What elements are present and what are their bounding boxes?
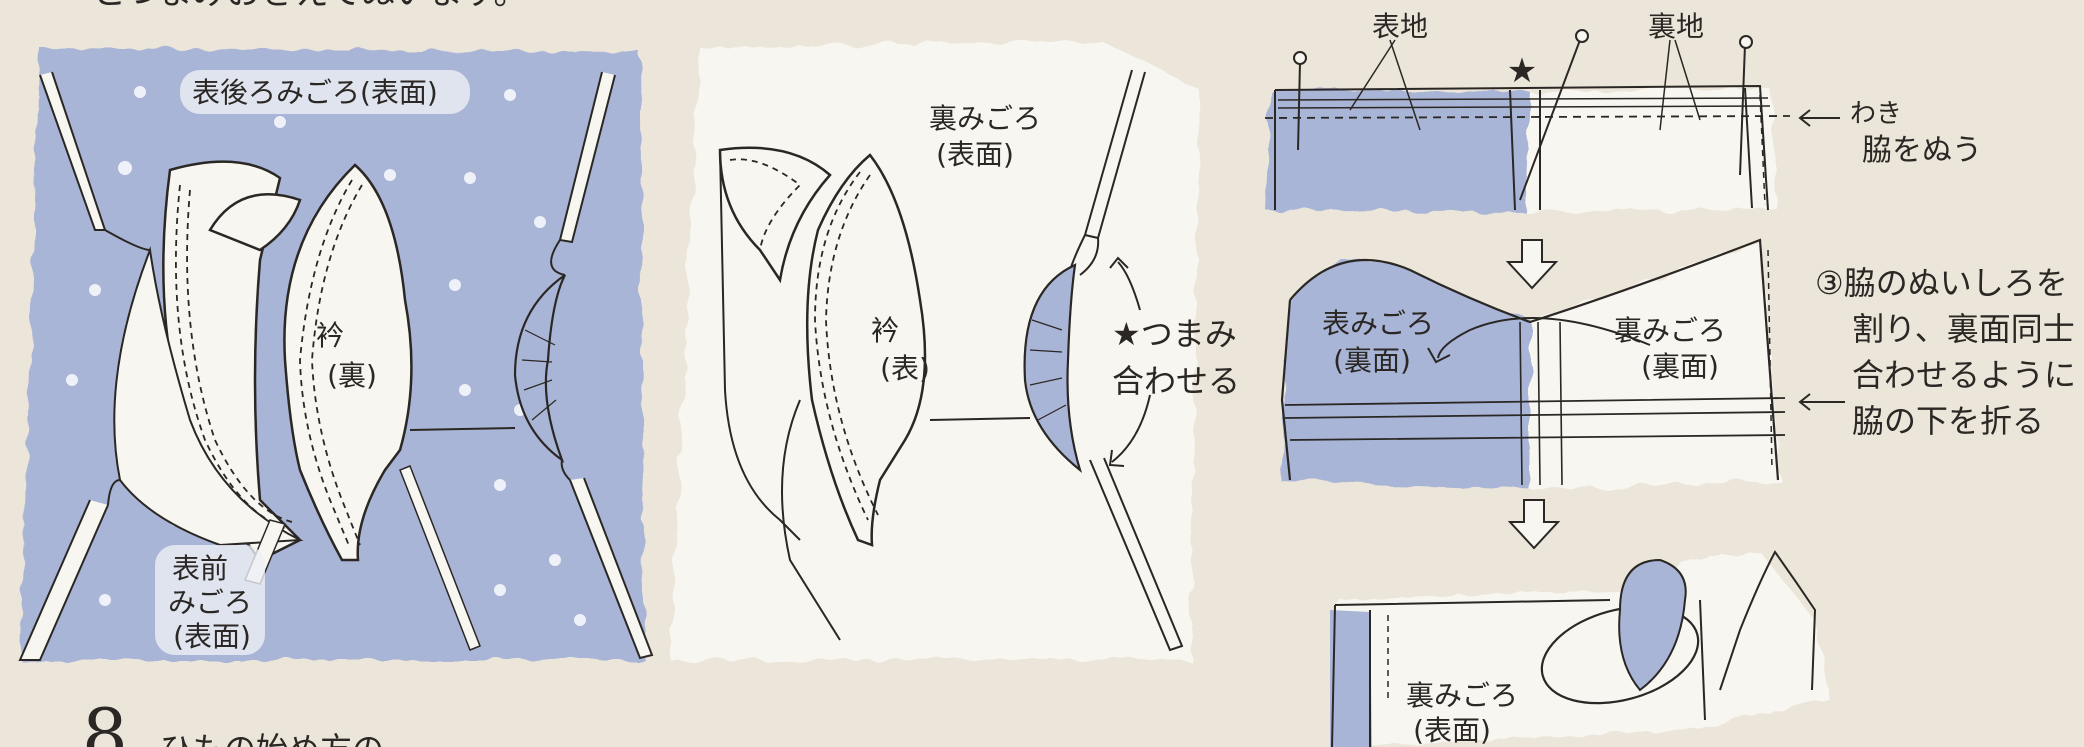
panel2-right-sleeve-bottom <box>1089 457 1184 652</box>
panel3-mid-lining-fabric <box>1530 240 1780 490</box>
panel1-back-label-badge <box>180 70 470 114</box>
panel1-front-label-2: みごろ <box>168 586 252 619</box>
panel3-bottom-ruffle <box>1618 558 1687 692</box>
panel3-top-outline <box>1274 84 1769 211</box>
panel3-fold-arrow <box>1427 317 1651 364</box>
panel1-right-sleeve-top <box>558 71 616 244</box>
panel2-lining-label-2: (表面) <box>936 138 1014 171</box>
panel3-bottom-outline <box>1331 550 1817 747</box>
panel3-side-label-1: わき <box>1850 99 1902 129</box>
panel1-front-label-3: (表面) <box>173 620 251 653</box>
panel1-braid-trim <box>399 465 481 651</box>
panel2-collar-label-1: 衿 <box>871 314 899 347</box>
panel3-mid-outer-fabric <box>1280 260 1530 490</box>
panel3-star: ★ <box>1507 51 1537 91</box>
next-step-cut-text: ひもの始め方の <box>160 730 384 747</box>
panel2-arrow-down <box>1108 394 1151 467</box>
panel3-label-leaders <box>1349 39 1701 131</box>
panel3-top-stitch <box>1264 115 1791 119</box>
panel1-back-label: 表後ろみごろ(表面) <box>192 76 438 109</box>
panel3-bottom-blue-edge <box>1330 610 1372 747</box>
panel1-body-outline <box>104 229 571 506</box>
panel2-gather-lines <box>1029 319 1067 421</box>
panel2-arrow-up <box>1109 256 1141 311</box>
panel3-lining-fabric-label: 裏地 <box>1648 10 1704 43</box>
panel2-right-collar <box>805 153 927 547</box>
panel-3-side-seam: 表地 裏地 ★ わき 脇をぬう 表みごろ (裏面) 裏みごろ (裏面) ③脇のぬ… <box>1264 10 2076 747</box>
panel2-right-sleeve-top <box>1083 69 1146 240</box>
panel3-step-arrow <box>1798 393 1845 411</box>
panel3-step-label-1: ③脇のぬいしろを <box>1815 264 2068 302</box>
panel3-mid-fold-lines <box>1284 397 1786 441</box>
panel3-top-outer-fabric <box>1265 90 1530 212</box>
panel1-seam-left <box>175 184 291 531</box>
panel3-outer-fabric-label: 表地 <box>1372 10 1428 43</box>
panel1-left-sleeve-top <box>39 71 107 231</box>
panel2-lining-label-1: 裏みごろ <box>929 102 1041 135</box>
panel2-seam-2 <box>825 174 879 516</box>
panel1-seam-right2 <box>311 184 363 546</box>
panel3-mid-outline <box>1280 238 1780 481</box>
panel2-seam-1 <box>814 171 869 521</box>
panel1-seam-left2 <box>186 189 293 523</box>
panel3-bottom-fabric <box>1330 552 1830 747</box>
panel1-right-sleeve-bottom <box>569 477 654 660</box>
top-cut-text: とつまみおさえてぬいます。 <box>92 0 528 13</box>
panel2-gathered-armhole <box>1023 263 1083 474</box>
panel3-step-label-4: 脇の下を折る <box>1852 402 2044 440</box>
panel3-step-label-2: 割り、裏面同士 <box>1852 310 2075 348</box>
panel3-top-stitch-v <box>1759 94 1766 206</box>
panel2-body-outline <box>719 149 1100 641</box>
panel1-collar-label-2: (裏) <box>327 359 377 392</box>
panel3-armhole-loop <box>1540 605 1700 705</box>
panel3-side-arrow <box>1798 109 1840 127</box>
panel-1-collar-inside: 表後ろみごろ(表面) 衿 (裏) 表前 みごろ (表面) <box>18 48 654 661</box>
panel1-neck-line <box>409 427 516 431</box>
panel1-collar-back <box>208 193 302 252</box>
panel1-front-label-1: 表前 <box>172 552 228 585</box>
panel1-front-label-badge <box>155 545 265 655</box>
panel3-top-fold-lines <box>1277 97 1771 109</box>
panel2-collar-label-2: (表) <box>880 352 930 385</box>
panel3-bottom-label-2: (表面) <box>1413 714 1491 747</box>
panel1-gather-lines <box>521 329 557 421</box>
panel1-left-sleeve-bottom <box>18 499 109 661</box>
panel3-lining-body-label-2: (裏面) <box>1641 350 1719 383</box>
panel3-mid-stitch <box>1767 249 1773 471</box>
panel3-outer-body-label-1: 表みごろ <box>1322 307 1434 340</box>
panel1-gathered-armhole <box>513 274 566 463</box>
panel3-pins <box>1293 29 1753 201</box>
panel3-top-lining-fabric <box>1525 88 1778 212</box>
panel2-seam-3 <box>729 158 802 251</box>
panel3-outer-body-label-2: (裏面) <box>1333 344 1411 377</box>
next-step-number: 8 <box>82 693 128 747</box>
panel3-lining-body-label-1: 裏みごろ <box>1614 314 1726 347</box>
panel2-pinch-label-1: ★つまみ <box>1112 315 1237 353</box>
panel-2-collar-outside: 裏みごろ (表面) 衿 (表) ★つまみ 合わせる <box>670 40 1240 660</box>
panel3-side-label-2: 脇をぬう <box>1862 133 1982 168</box>
panel1-collar-label-1: 衿 <box>316 319 344 352</box>
panel3-bottom-label-1: 裏みごろ <box>1406 679 1518 712</box>
panel3-mid-seam <box>1519 321 1563 486</box>
panel1-seam-right <box>299 179 353 549</box>
panel3-down-arrow-2 <box>1507 499 1561 550</box>
panel3-step-label-3: 合わせるように <box>1852 356 2076 394</box>
panel3-down-arrow-1 <box>1505 239 1559 290</box>
panel2-pinch-label-2: 合わせる <box>1112 362 1240 400</box>
